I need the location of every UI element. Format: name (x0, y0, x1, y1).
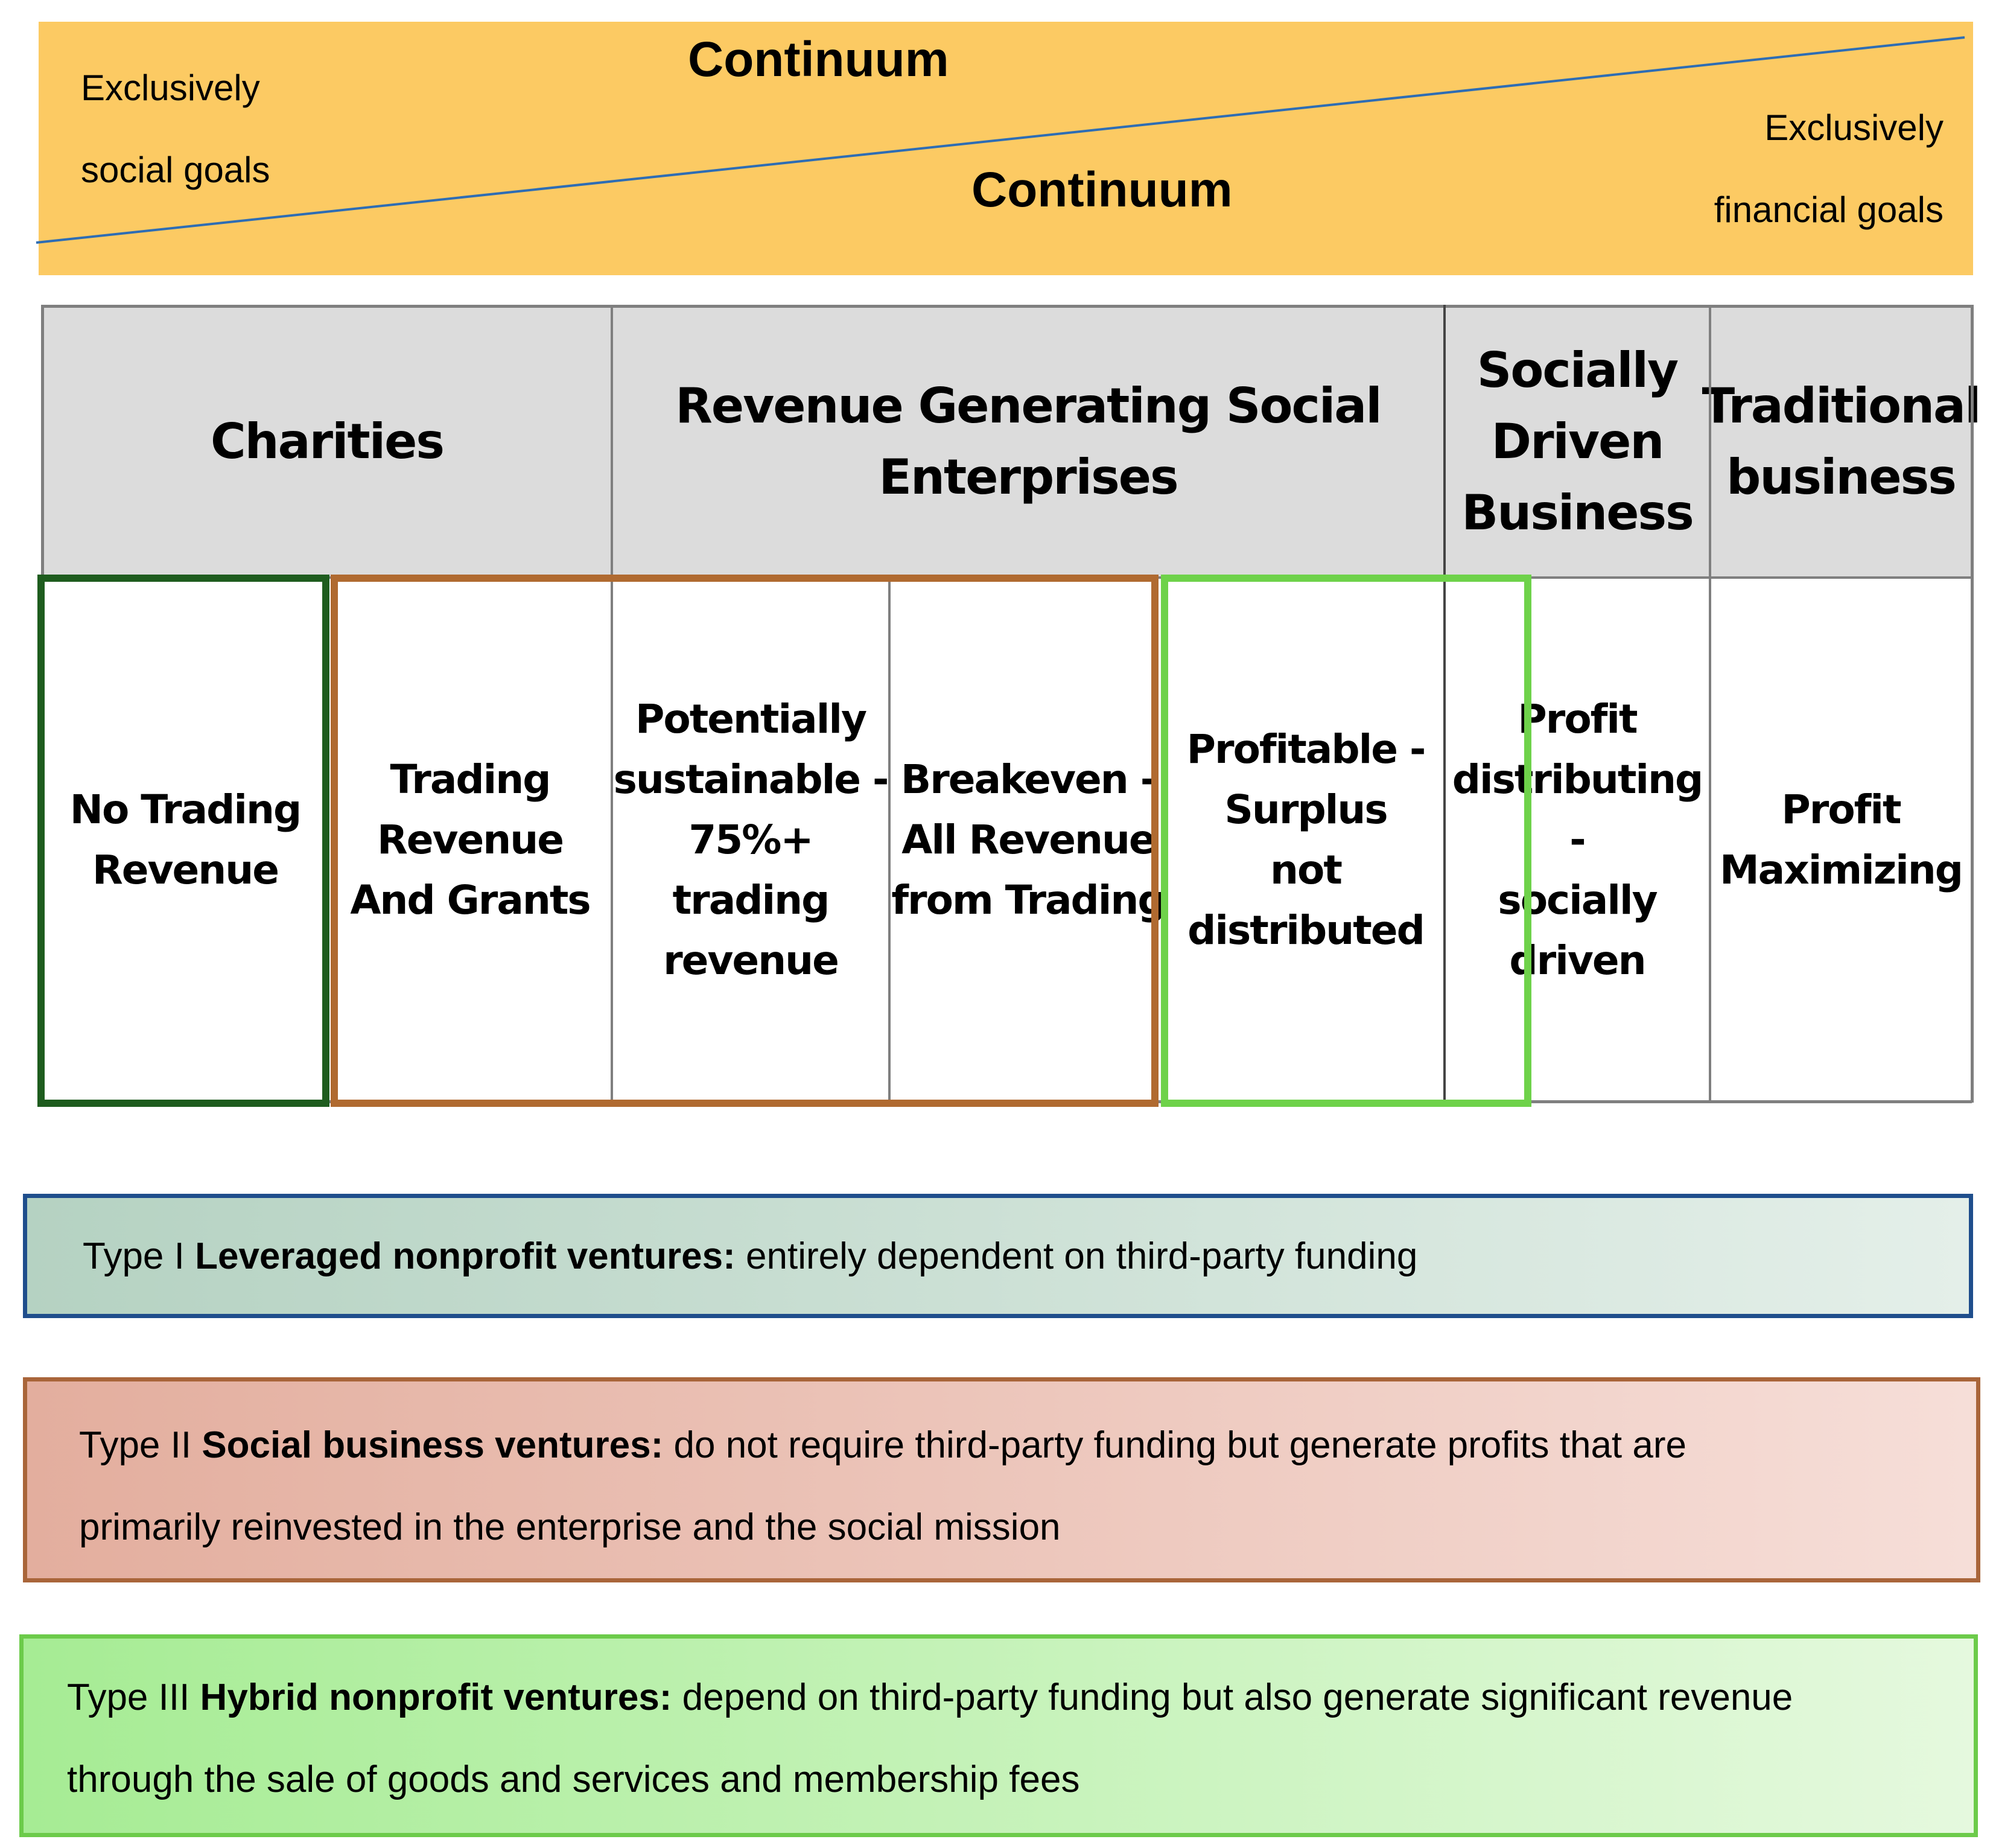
continuum-bottom-label: Continuum (971, 162, 1233, 217)
header-socially-driven-line: Socially (1476, 342, 1679, 398)
type1-box: Type I Leveraged nonprofit ventures: ent… (23, 1194, 1973, 1318)
type2-box: Type II Social business ventures: do not… (23, 1377, 1980, 1582)
cell-line: All Revenue (901, 817, 1155, 863)
social-business-outline (331, 575, 1159, 1107)
type3-prefix: Type III (67, 1677, 200, 1718)
cell-line: Profit (1781, 786, 1901, 833)
type2-prefix: Type II (79, 1424, 202, 1466)
cell-line: And Grants (350, 877, 591, 923)
header-socially-driven: Socially Driven Business (1445, 306, 1710, 578)
grid-col-1 (611, 305, 613, 1103)
right-goal-label-line1: Exclusively (1764, 107, 1944, 148)
type1-prefix: Type I (83, 1235, 195, 1277)
cell-profitable-surplus: Profitable - Surplus not distributed (1167, 578, 1445, 1103)
type2-line1: Type II Social business ventures: do not… (79, 1404, 1909, 1486)
continuum-top-label: Continuum (688, 32, 949, 87)
cell-breakeven: Breakeven - All Revenue from Trading (889, 578, 1167, 1103)
hybrid-outline (1161, 575, 1531, 1107)
type3-line2: through the sale of goods and services a… (67, 1759, 1080, 1800)
cell-line: trading (672, 877, 830, 923)
header-revenue-generating-label: Revenue Generating Social Enterprises (675, 378, 1382, 505)
cell-line: Profit (1518, 696, 1638, 742)
cell-line: No Trading (69, 786, 302, 833)
header-traditional: Traditional business (1702, 306, 1981, 578)
cell-trading-revenue-grants: Trading Revenue And Grants (328, 578, 612, 1103)
cell-potentially-sustainable: Potentially sustainable - 75%+ trading r… (612, 578, 889, 1103)
header-socially-driven-line: Driven (1491, 413, 1665, 470)
cell-line: Revenue (377, 817, 564, 863)
header-traditional-line: Traditional (1702, 378, 1982, 434)
charities-outline (37, 575, 329, 1107)
cell-line: Trading (390, 756, 551, 803)
cell-line: from Trading (891, 877, 1166, 923)
header-revenue-generating: Revenue Generating Social Enterprises (612, 306, 1445, 578)
type3-description-line1: depend on third-party funding but also g… (672, 1677, 1793, 1718)
cell-line: driven (1509, 937, 1646, 984)
cell-line: Potentially (635, 696, 867, 742)
type3-line1: Type III Hybrid nonprofit ventures: depe… (67, 1657, 1957, 1739)
grid-col-4 (1709, 305, 1711, 1103)
grid-top (42, 305, 1972, 308)
cell-line: not (1270, 847, 1343, 893)
type3-name: Hybrid nonprofit ventures: (200, 1677, 672, 1718)
type3-box: Type III Hybrid nonprofit ventures: depe… (19, 1634, 1978, 1837)
enterprise-spectrum-table: Charities Revenue Generating Social Ente… (37, 305, 1981, 1107)
header-charities: Charities (42, 306, 612, 578)
cell-line: Maximizing (1719, 847, 1963, 893)
cell-line: Surplus (1224, 786, 1388, 833)
left-goal-label-line1: Exclusively (81, 68, 260, 108)
cell-profit-distributing: Profit distributing - socially driven (1445, 578, 1710, 1103)
cell-line: Profitable - (1186, 726, 1426, 773)
cell-profit-maximizing: Profit Maximizing (1710, 578, 1972, 1103)
cell-line: Breakeven - (900, 756, 1157, 803)
type2-name: Social business ventures: (202, 1424, 664, 1466)
header-traditional-line: business (1726, 449, 1957, 505)
header-charities-label: Charities (210, 413, 445, 470)
header-socially-driven-line: Business (1461, 485, 1694, 541)
grid-col-2 (888, 578, 891, 1103)
cell-line: revenue (663, 937, 839, 984)
type2-line2: primarily reinvested in the enterprise a… (79, 1506, 1061, 1548)
type1-name: Leveraged nonprofit ventures: (195, 1235, 736, 1277)
cell-line: Revenue (92, 847, 279, 893)
cell-line: distributing - (1452, 756, 1704, 863)
cell-no-trading-revenue: No Trading Revenue (42, 578, 328, 1103)
type1-description: entirely dependent on third-party fundin… (735, 1235, 1418, 1277)
cell-line: sustainable - (613, 756, 889, 803)
cell-line: distributed (1187, 907, 1425, 954)
type2-description-line1: do not require third-party funding but g… (663, 1424, 1687, 1466)
grid-col-3 (1443, 305, 1446, 1103)
right-goal-label-line2: financial goals (1714, 190, 1944, 230)
cell-line: 75%+ (688, 817, 813, 863)
grid-right (1971, 305, 1974, 1103)
left-goal-label-line2: social goals (81, 150, 270, 190)
